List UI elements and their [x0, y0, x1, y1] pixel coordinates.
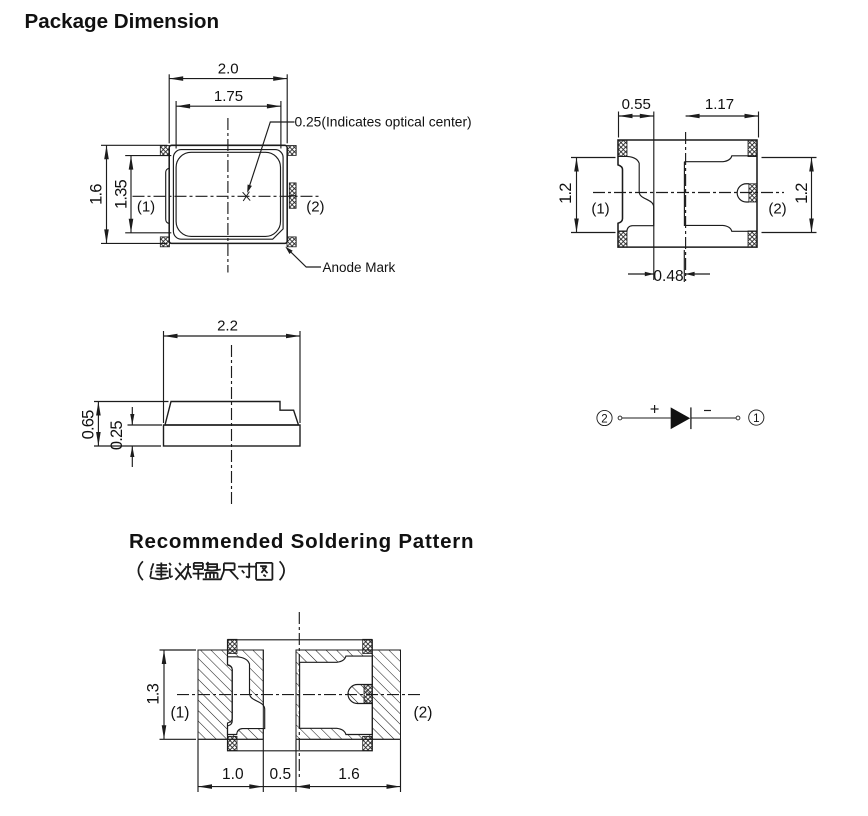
svg-text:1.17: 1.17: [705, 96, 734, 113]
svg-text:Package Dimension: Package Dimension: [25, 10, 220, 33]
svg-text:1.6: 1.6: [338, 766, 360, 783]
svg-text:(1): (1): [171, 705, 190, 722]
svg-text:0.25: 0.25: [108, 421, 126, 451]
svg-text:(2): (2): [414, 705, 433, 722]
svg-text:2.2: 2.2: [217, 318, 238, 335]
svg-text:1.2: 1.2: [793, 183, 811, 204]
svg-text:(1): (1): [137, 198, 155, 215]
svg-text:1.75: 1.75: [214, 88, 243, 105]
svg-text:0.5: 0.5: [270, 766, 292, 783]
svg-text:0.65: 0.65: [79, 410, 97, 440]
svg-text:0.55: 0.55: [622, 96, 651, 113]
svg-text:2: 2: [601, 413, 607, 425]
svg-text:0.25(Indicates optical center): 0.25(Indicates optical center): [295, 115, 472, 130]
svg-text:0.48: 0.48: [653, 268, 683, 285]
svg-text:1.35: 1.35: [113, 180, 131, 210]
svg-text:Anode Mark: Anode Mark: [323, 260, 396, 275]
svg-text:1.6: 1.6: [87, 184, 105, 205]
svg-text:Recommended Soldering Pattern: Recommended Soldering Pattern: [129, 530, 474, 553]
svg-text:1.0: 1.0: [222, 766, 244, 783]
svg-text:(1): (1): [591, 201, 609, 218]
svg-text:(2): (2): [768, 201, 786, 218]
svg-text:1.2: 1.2: [557, 183, 575, 204]
svg-text:(2): (2): [306, 199, 324, 216]
svg-text:2.0: 2.0: [218, 61, 239, 78]
svg-text:1.3: 1.3: [145, 683, 163, 704]
svg-text:1: 1: [753, 413, 759, 425]
